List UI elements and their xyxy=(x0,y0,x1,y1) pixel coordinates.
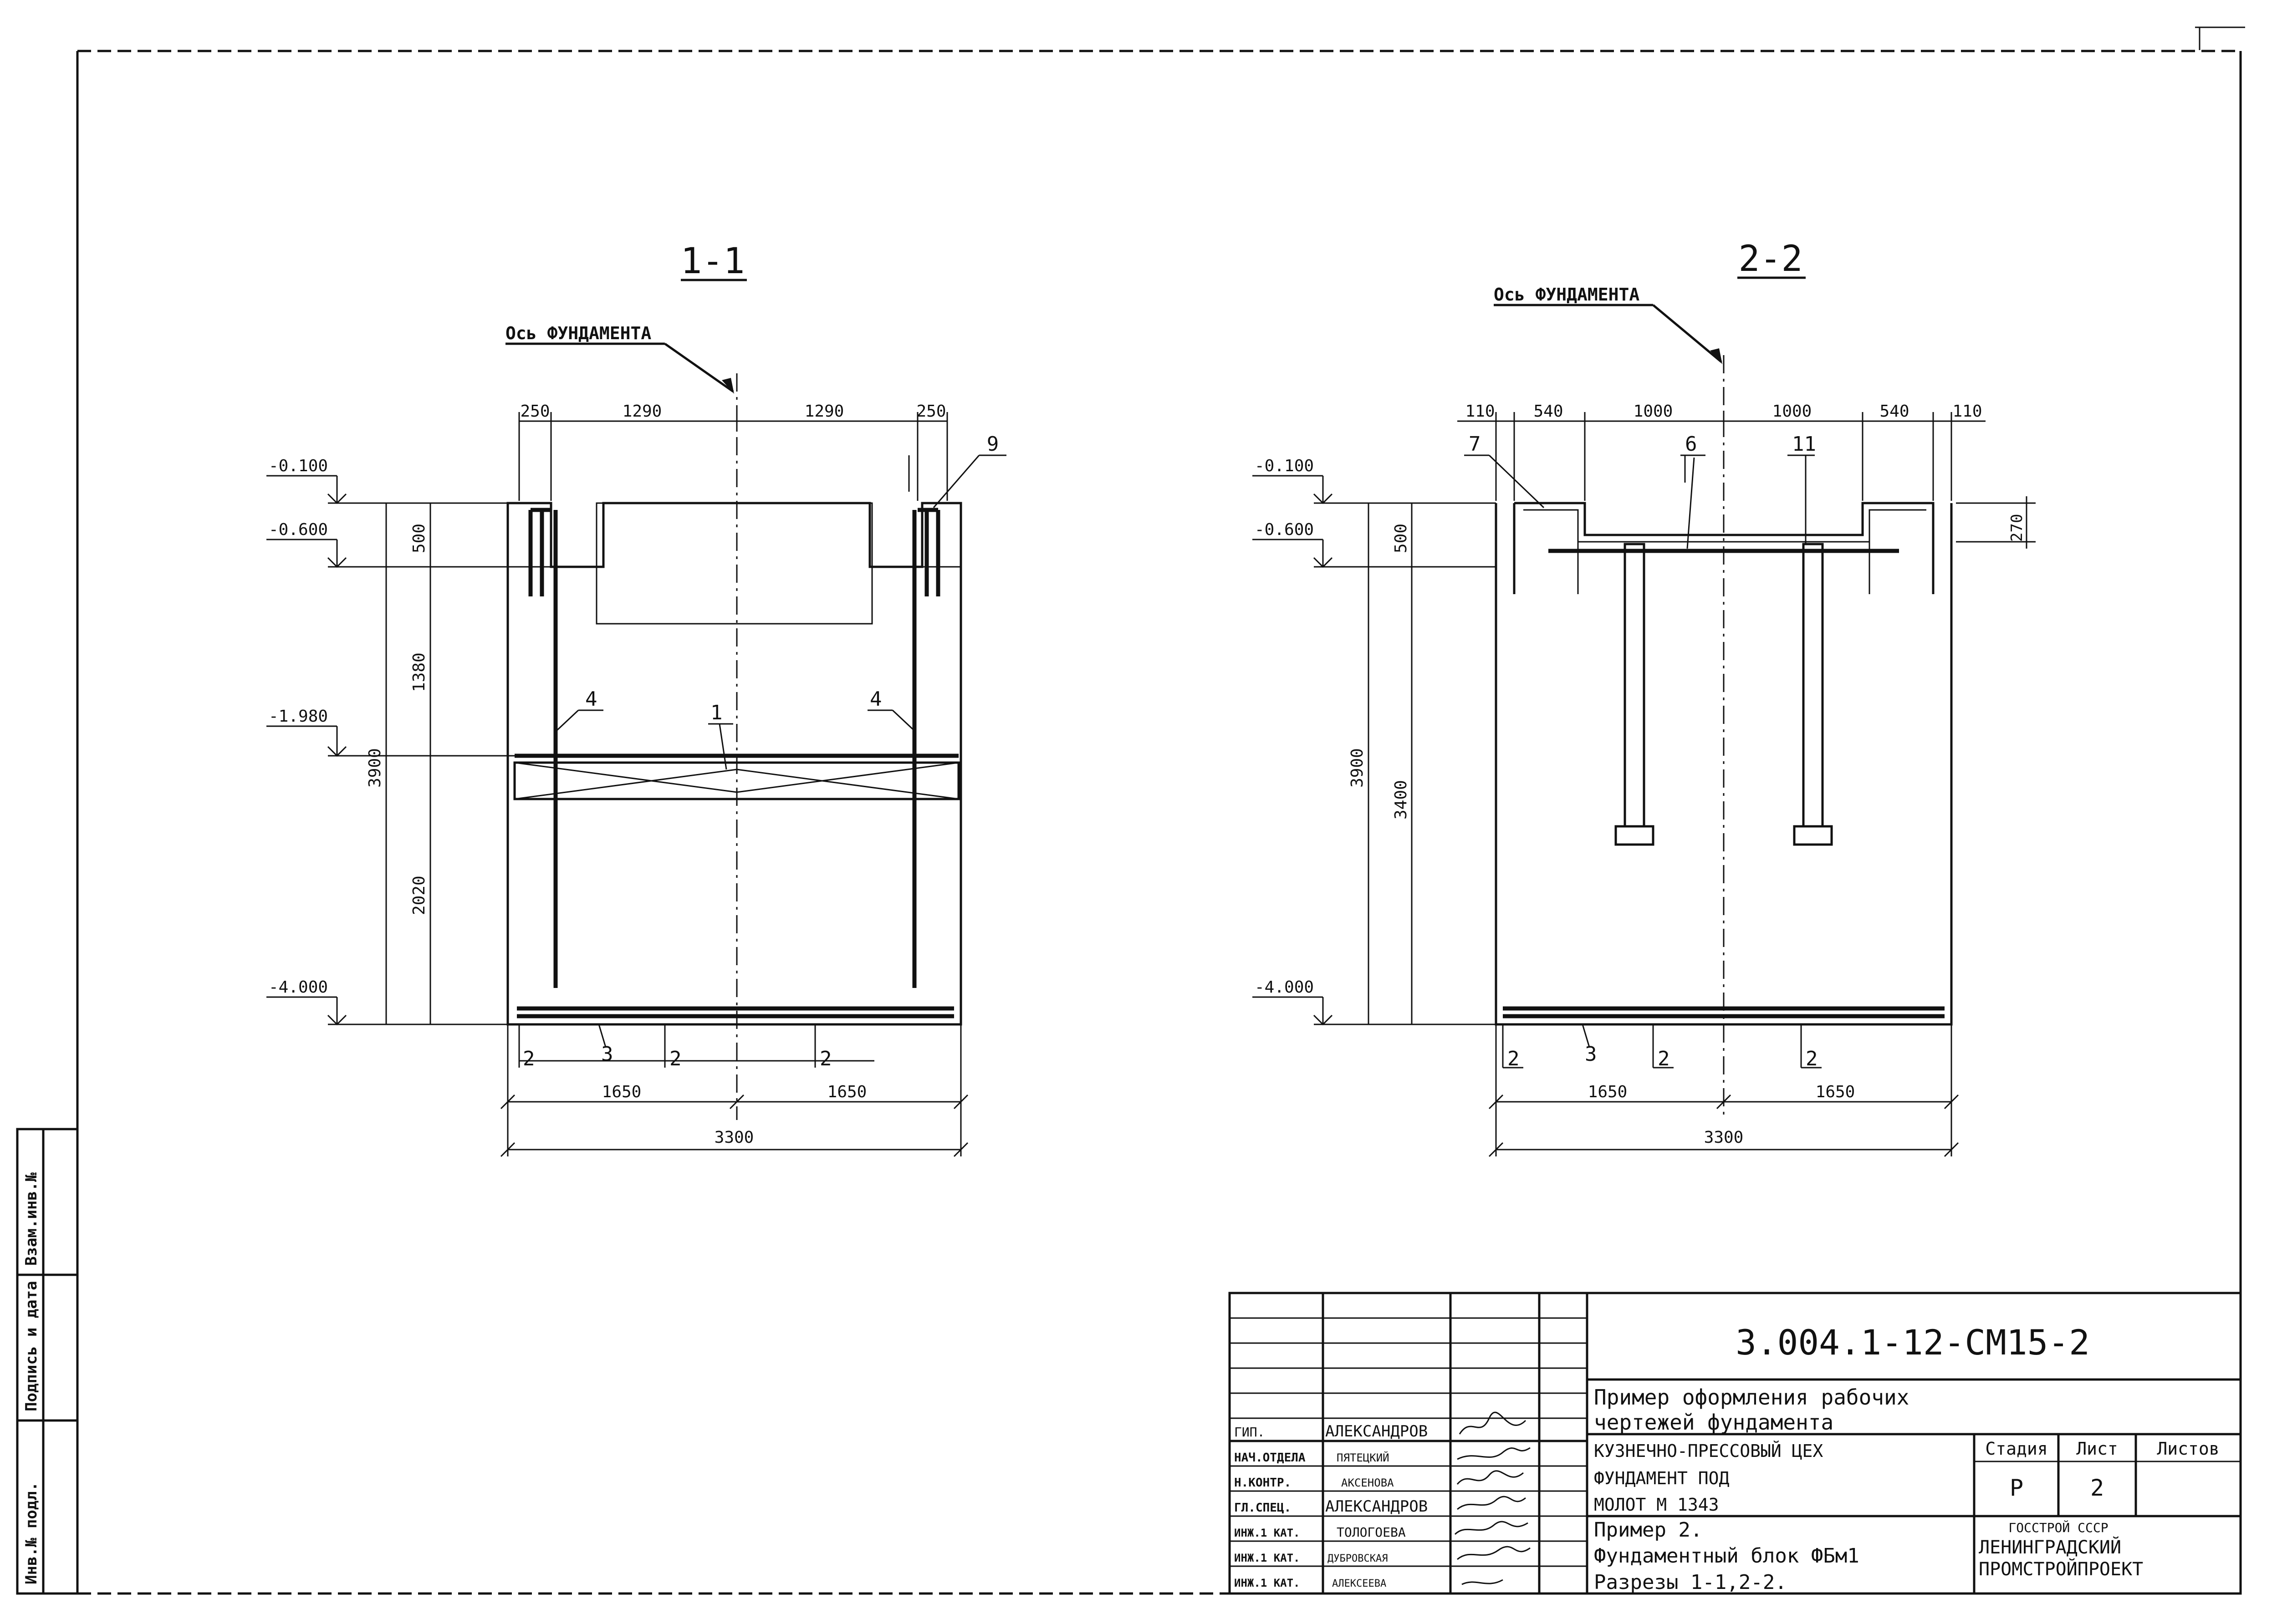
left-stamp: Инв.№ подл. Подпись и дата Взам.инв.№ xyxy=(16,1128,79,1595)
doc-code: 3.004.1-12-СМ15-2 xyxy=(1736,1322,2090,1363)
callout-3: 3 xyxy=(601,1043,613,1066)
dim2-v-3400: 3400 xyxy=(1392,780,1410,820)
stage-value: Р xyxy=(2010,1475,2023,1501)
foundation-axis-label: Ось ФУНДАМЕНТА xyxy=(505,323,651,343)
role-6: ИНЖ.1 КАТ. xyxy=(1234,1577,1300,1589)
sheets-header: Листов xyxy=(2157,1439,2219,1459)
dim-top-540-right: 540 xyxy=(1879,402,1909,421)
name-4: ТОЛОГОЕВА xyxy=(1337,1525,1406,1540)
title-block: 3.004.1-12-СМ15-2 Пример оформления рабо… xyxy=(1228,1292,2242,1595)
dim-top-1: 250 xyxy=(520,402,550,421)
elev-minus-4000: -4.000 xyxy=(269,978,328,997)
callout-6: 6 xyxy=(1685,433,1697,456)
callout-2b: 2 xyxy=(669,1047,682,1070)
object-line2: ФУНДАМЕНТ ПОД xyxy=(1594,1468,1730,1488)
dim-top-2: 1290 xyxy=(623,402,662,421)
dim-top-4: 250 xyxy=(916,402,946,421)
stamp-signature-date: Подпись и дата xyxy=(22,1281,41,1411)
example-title-line1: Пример оформления рабочих xyxy=(1594,1385,1909,1410)
elevation-marks-1-1: -0.100 -0.600 -1.980 -4.000 xyxy=(266,457,515,1026)
sheet-title-line2: Фундаментный блок ФБм1 xyxy=(1594,1544,1859,1568)
name-3: АЛЕКСАНДРОВ xyxy=(1325,1497,1428,1516)
section-title-1-1: 1-1 xyxy=(681,241,745,282)
elev-minus-1980: -1.980 xyxy=(269,707,328,726)
dim-right-270: 270 xyxy=(2008,514,2026,542)
dim-bottom-1650-left: 1650 xyxy=(602,1083,642,1101)
name-1: ПЯТЕЦКИЙ xyxy=(1337,1451,1389,1464)
people-list: ГИП. АЛЕКСАНДРОВ НАЧ.ОТДЕЛА ПЯТЕЦКИЙ Н.К… xyxy=(1234,1422,1428,1589)
elev2-minus-4000: -4.000 xyxy=(1255,978,1314,997)
role-5: ИНЖ.1 КАТ. xyxy=(1234,1552,1300,1564)
role-4: ИНЖ.1 КАТ. xyxy=(1234,1527,1300,1539)
dim2-v-3900: 3900 xyxy=(1348,748,1367,788)
object-line3: МОЛОТ М 1343 xyxy=(1594,1495,1719,1515)
dim2-bottom-1650-left: 1650 xyxy=(1588,1083,1628,1101)
dim-top-540-left: 540 xyxy=(1533,402,1563,421)
callout-4-left: 4 xyxy=(585,687,597,711)
dim2-bottom-1650-right: 1650 xyxy=(1816,1083,1855,1101)
sheet-title-line3: Разрезы 1-1,2-2. xyxy=(1594,1571,1787,1594)
example-title-line2: чертежей фундамента xyxy=(1594,1410,1833,1435)
elev-minus-0100: -0.100 xyxy=(269,457,328,475)
elev2-minus-0100: -0.100 xyxy=(1255,457,1314,475)
signature-scribbles xyxy=(1454,1411,1531,1585)
callout-2c: 2 xyxy=(820,1047,832,1070)
sheet-header: Лист xyxy=(2076,1439,2118,1459)
stamp-inv-number: Инв.№ подл. xyxy=(22,1482,41,1584)
role-1: НАЧ.ОТДЕЛА xyxy=(1234,1451,1306,1465)
callout-7: 7 xyxy=(1469,433,1481,456)
anchor-bolts xyxy=(1614,543,1833,846)
callout-9: 9 xyxy=(987,433,999,456)
name-0: АЛЕКСАНДРОВ xyxy=(1325,1422,1428,1441)
elev-minus-0600: -0.600 xyxy=(269,520,328,539)
name-5: ДУБРОВСКАЯ xyxy=(1327,1553,1388,1564)
dim-v-1380: 1380 xyxy=(410,652,429,692)
dim2-v-500: 500 xyxy=(1392,524,1410,553)
dim-v-500: 500 xyxy=(410,524,429,553)
callout2-2b: 2 xyxy=(1658,1047,1670,1070)
org-line3: ПРОМСТРОЙПРОЕКТ xyxy=(1979,1558,2143,1580)
callout-1: 1 xyxy=(710,701,723,724)
upper-pit xyxy=(596,502,873,625)
callout2-2a: 2 xyxy=(1507,1047,1520,1070)
callout-2a: 2 xyxy=(523,1047,535,1070)
dim-top-1000-left: 1000 xyxy=(1634,402,1673,421)
dim-top-110-left: 110 xyxy=(1465,402,1495,421)
object-line1: КУЗНЕЧНО-ПРЕССОВЫЙ ЦЕХ xyxy=(1594,1441,1823,1461)
stamp-replacement-inv: Взам.инв.№ xyxy=(22,1172,41,1266)
crossbeam xyxy=(513,761,960,800)
sheet-title-line1: Пример 2. xyxy=(1594,1518,1702,1542)
stage-header: Стадия xyxy=(1985,1439,2047,1459)
org-line2: ЛЕНИНГРАДСКИЙ xyxy=(1979,1536,2121,1558)
dim-total-3300: 3300 xyxy=(715,1128,754,1147)
callout2-3: 3 xyxy=(1585,1043,1597,1066)
role-0: ГИП. xyxy=(1234,1425,1265,1440)
dim-top-110-right: 110 xyxy=(1952,402,1982,421)
name-2: АКСЕНОВА xyxy=(1341,1476,1394,1489)
dim2-total-3300: 3300 xyxy=(1704,1128,1744,1147)
callout-11: 11 xyxy=(1792,433,1816,456)
dim-v-2020: 2020 xyxy=(410,876,429,915)
dim-v-3900: 3900 xyxy=(366,748,384,788)
section-1-1: 1-1 Ось ФУНДАМЕНТА xyxy=(266,241,1006,1157)
section-title-2-2: 2-2 xyxy=(1739,239,1803,280)
foundation-axis-label-2: Ось ФУНДАМЕНТА xyxy=(1494,285,1639,305)
callout-4-right: 4 xyxy=(870,687,882,711)
elev2-minus-0600: -0.600 xyxy=(1255,520,1314,539)
dim-top-1000-right: 1000 xyxy=(1772,402,1812,421)
section-2-2: 2-2 Ось ФУНДАМЕНТА xyxy=(1252,239,2036,1157)
elevation-marks-2-2: -0.100 -0.600 -4.000 xyxy=(1252,457,1496,1026)
dim-top-3: 1290 xyxy=(805,402,844,421)
name-6: АЛЕКСЕЕВА xyxy=(1332,1578,1386,1589)
foundation-block-outline-2 xyxy=(1495,503,1953,1026)
org-line1: ГОССТРОЙ СССР xyxy=(2008,1520,2108,1535)
callout2-2c: 2 xyxy=(1806,1047,1818,1070)
sheet-value: 2 xyxy=(2090,1475,2104,1501)
dim-bottom-1650-right: 1650 xyxy=(827,1083,867,1101)
role-3: ГЛ.СПЕЦ. xyxy=(1234,1501,1291,1515)
role-2: Н.КОНТР. xyxy=(1234,1476,1291,1490)
